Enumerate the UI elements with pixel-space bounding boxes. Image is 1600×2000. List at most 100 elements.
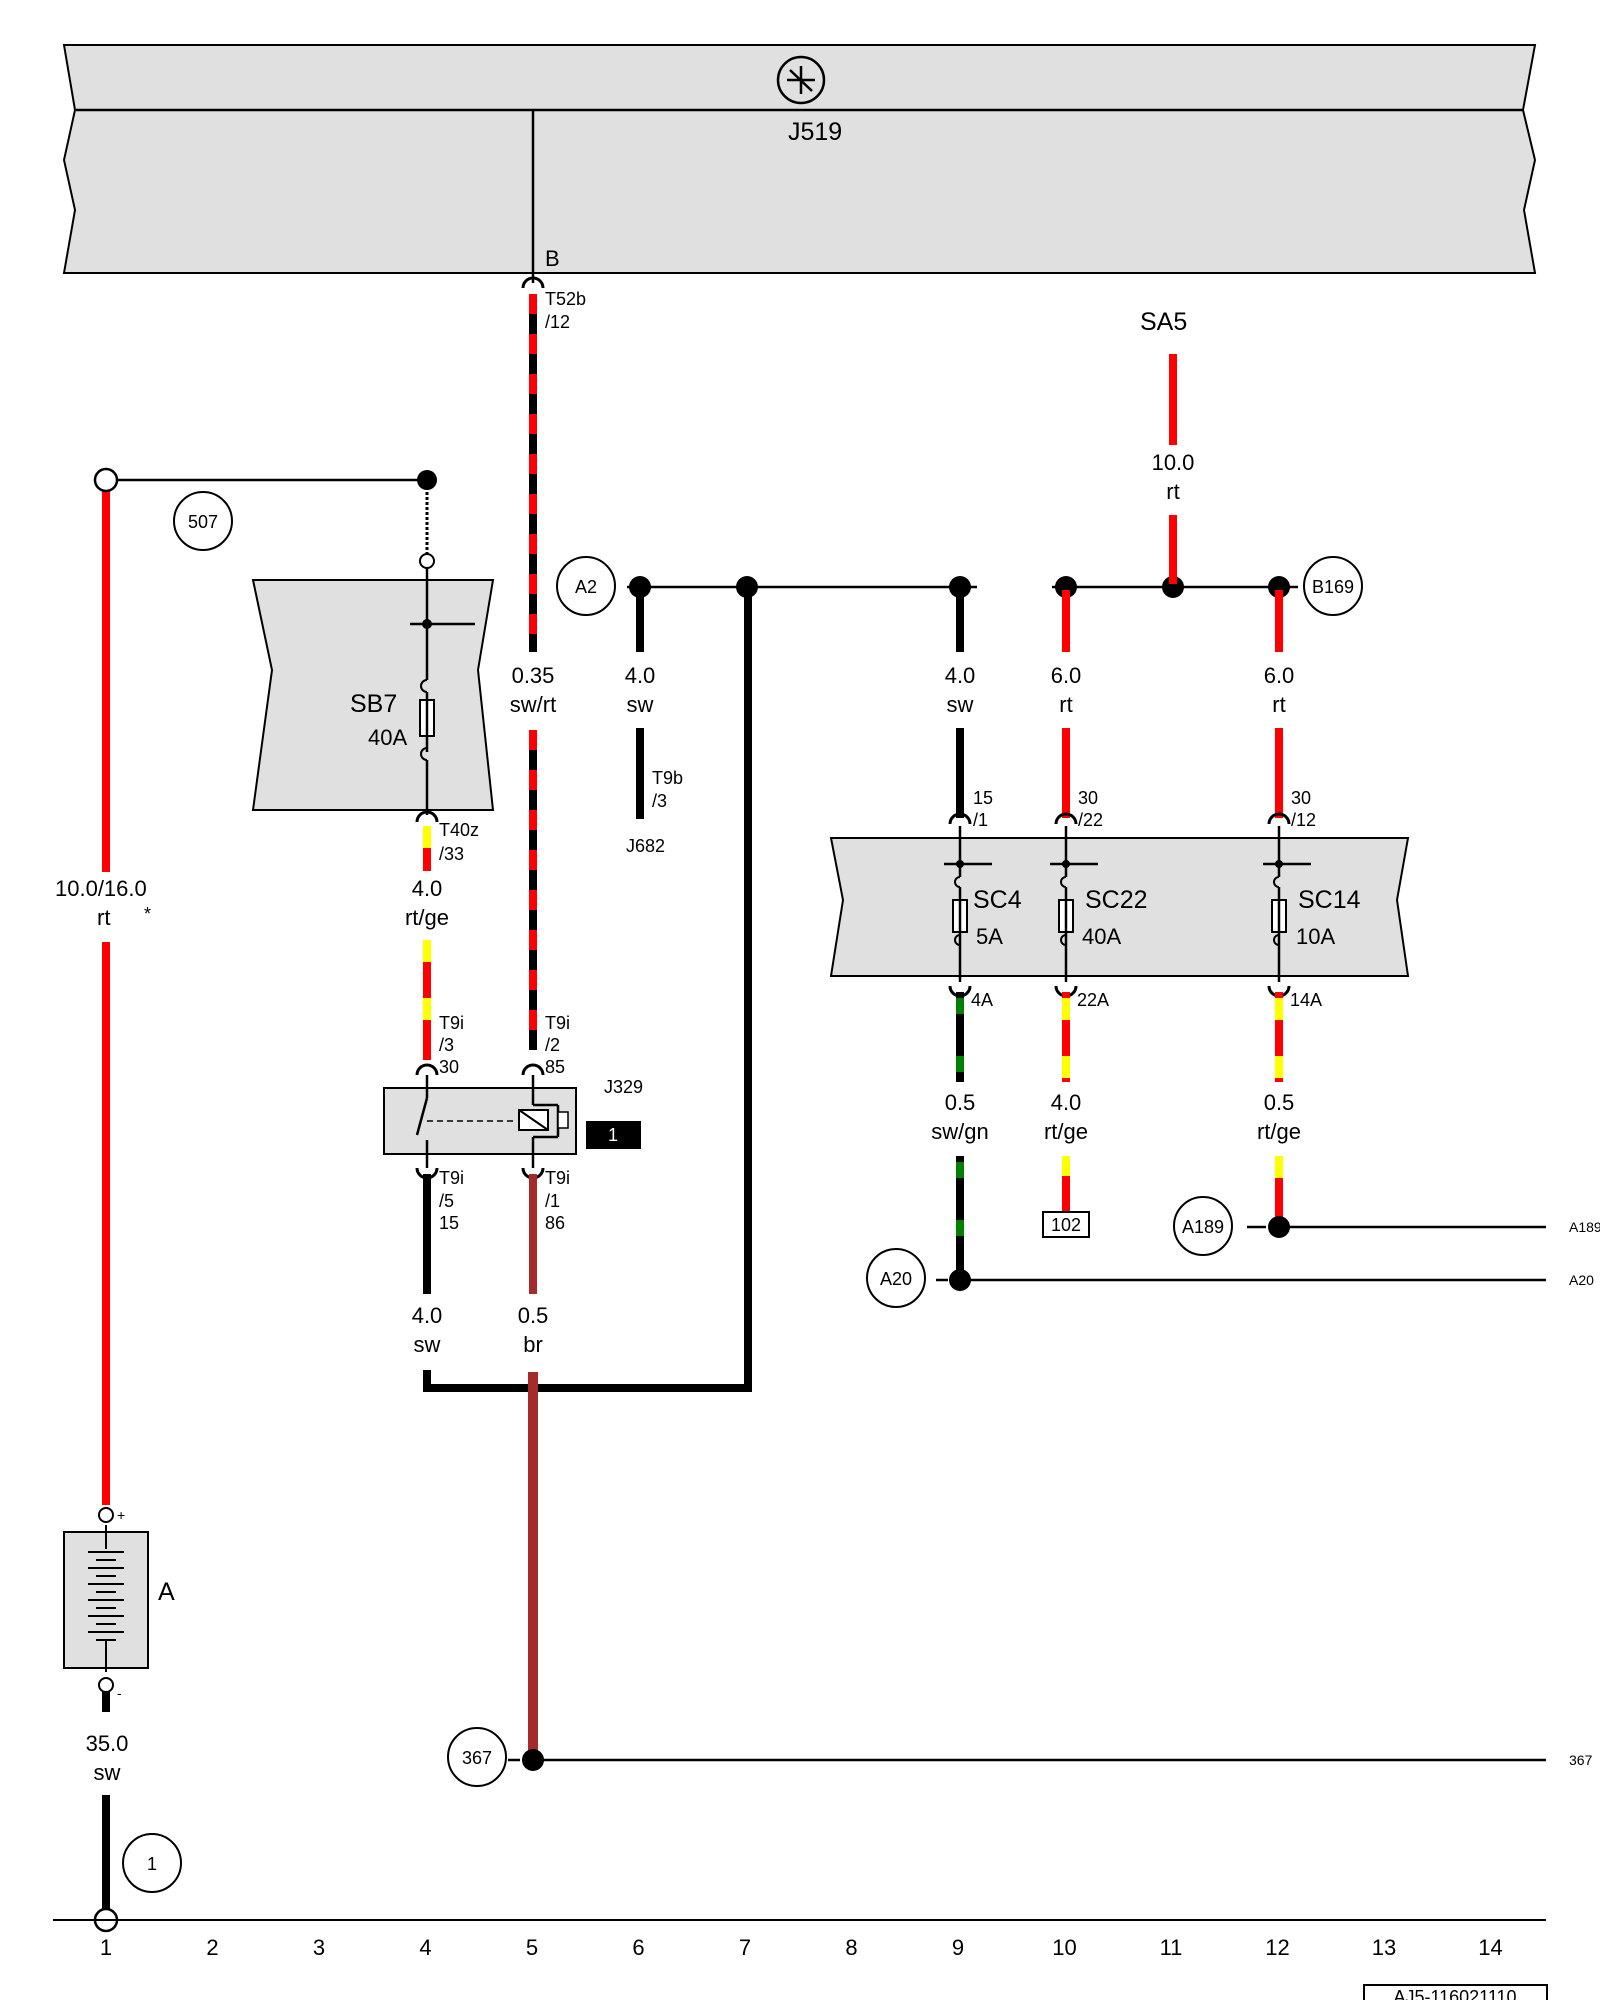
wire-col5-top-color: sw/rt [510,692,556,717]
junction-a2-col9[interactable] [949,576,971,598]
wire-col9-top-color: sw [947,692,974,717]
wire-col10-top-size: 6.0 [1051,663,1082,688]
conn-t9i-1: T9i [545,1168,570,1188]
wire-col6-color: sw [627,692,654,717]
conn-sc22-out: 22A [1077,990,1109,1010]
battery-a[interactable] [63,1525,149,1672]
junction-a2-col7[interactable] [736,576,758,598]
sb7-rating: 40A [368,725,407,750]
sb7-fuse-holder[interactable] [251,579,495,811]
junction-col11-top[interactable] [1162,576,1184,598]
wire-col1-bottom-size: 35.0 [86,1731,129,1756]
conn-t9i-2-pin: /2 [545,1035,560,1055]
ref-circle-367[interactable]: 367 [447,1727,507,1787]
conn-t9i-2: T9i [545,1013,570,1033]
ref-circle-a20[interactable]: A20 [866,1248,926,1308]
battery-plus: + [117,1507,125,1523]
ref-circle-a189[interactable]: A189 [1173,1196,1233,1256]
grid-label-1: 1 [100,1935,112,1960]
sb7-label: SB7 [350,690,397,718]
j519-pin-label: B [545,246,560,271]
conn-t9i-2-term: 85 [545,1057,565,1077]
terminal-col1-top[interactable] [93,467,119,493]
wire-col5-bottom-size: 0.5 [518,1303,549,1328]
wire-col9-top-size: 4.0 [945,663,976,688]
fuse-sc14[interactable] [1263,826,1311,982]
wire-col5-top-size: 0.35 [512,663,555,688]
conn-sc4-out: 4A [971,990,993,1010]
grid-label-2: 2 [206,1935,218,1960]
grid-label-3: 3 [313,1935,325,1960]
wire-col1-size: 10.0/16.0 [55,876,147,901]
j519-label: J519 [788,118,842,146]
wire-col12-bottom-color: rt/ge [1257,1119,1301,1144]
conn-t9i-5: T9i [439,1168,464,1188]
conn-t9i-3-pin: /3 [439,1035,454,1055]
grid-label-11: 11 [1160,1935,1183,1960]
conn-t9i-3: T9i [439,1013,464,1033]
wire-col4-bottom-size: 4.0 [412,1303,443,1328]
j519-module[interactable] [62,44,1537,274]
wire-col12-top-color: rt [1272,692,1285,717]
wire-col10-bottom-color: rt/ge [1044,1119,1088,1144]
junction-a2-col6[interactable] [629,576,651,598]
wire-col6-size: 4.0 [625,663,656,688]
conn-sc4-in-a: 15 [973,788,993,808]
battery-minus: - [117,1685,122,1701]
j682-label: J682 [626,836,665,856]
grid-label-10: 10 [1052,1935,1076,1960]
sc14-label: SC14 [1298,886,1361,914]
edge-ref-367: 367 [1569,1752,1593,1768]
note-badge-1[interactable] [586,1121,641,1149]
sa5-label: SA5 [1140,308,1187,336]
fuse-sc4[interactable] [944,826,992,982]
fuse-sc22[interactable] [1050,826,1098,982]
ref-circle-1[interactable]: 1 [122,1833,182,1893]
conn-t9b-pin: /3 [652,791,667,811]
junction-col10-top[interactable] [1055,576,1077,598]
svg-text:A20: A20 [880,1269,912,1289]
conn-t9i-1-pin: /1 [545,1191,560,1211]
conn-sc4-in-b: /1 [973,810,988,830]
wire-col4-top-size: 4.0 [412,876,443,901]
junction-col12-top[interactable] [1268,576,1290,598]
conn-t9i-5-term: 15 [439,1213,459,1233]
ref-circle-a2[interactable]: A2 [556,556,616,616]
wire-col11-color: rt [1166,479,1179,504]
conn-sc22-in-b: /22 [1078,810,1103,830]
edge-ref-a189: A189 [1569,1219,1600,1235]
battery-label: A [158,1578,175,1606]
conn-t9b: T9b [652,768,683,788]
grid-label-13: 13 [1372,1935,1396,1960]
grid-label-9: 9 [952,1935,964,1960]
conn-t9i-1-term: 86 [545,1213,565,1233]
svg-text:102: 102 [1051,1215,1081,1235]
wire-col1-note: * [144,904,151,924]
sc4-label: SC4 [973,886,1022,914]
sc14-rating: 10A [1296,924,1335,949]
wire-col1-color: rt [97,905,110,930]
j329-label: J329 [604,1077,643,1097]
sc-fuse-holder[interactable] [829,837,1410,977]
conn-sc14-out: 14A [1290,990,1322,1010]
sc4-rating: 5A [976,924,1003,949]
svg-text:A2: A2 [575,577,597,597]
ref-circle-b169[interactable]: B169 [1303,556,1363,616]
junction-sb7-top[interactable] [417,470,437,490]
sc22-label: SC22 [1085,886,1148,914]
wire-col9-bottom-size: 0.5 [945,1090,976,1115]
wire-ground-bridge[interactable] [423,588,752,1392]
conn-sc22-in-a: 30 [1078,788,1098,808]
wire-col12-top-size: 6.0 [1264,663,1295,688]
grid-label-4: 4 [419,1935,431,1960]
svg-text:A189: A189 [1182,1217,1224,1237]
ref-circle-507[interactable]: 507 [173,491,233,551]
grid-label-14: 14 [1478,1935,1502,1960]
conn-t9i-3-term: 30 [439,1057,459,1077]
conn-t40z-pin: /33 [439,844,464,864]
ref-box-102[interactable]: 102 [1042,1211,1090,1238]
wire-col4-bottom-color: sw [414,1332,441,1357]
wire-col10-bottom-size: 4.0 [1051,1090,1082,1115]
svg-text:B169: B169 [1312,577,1354,597]
